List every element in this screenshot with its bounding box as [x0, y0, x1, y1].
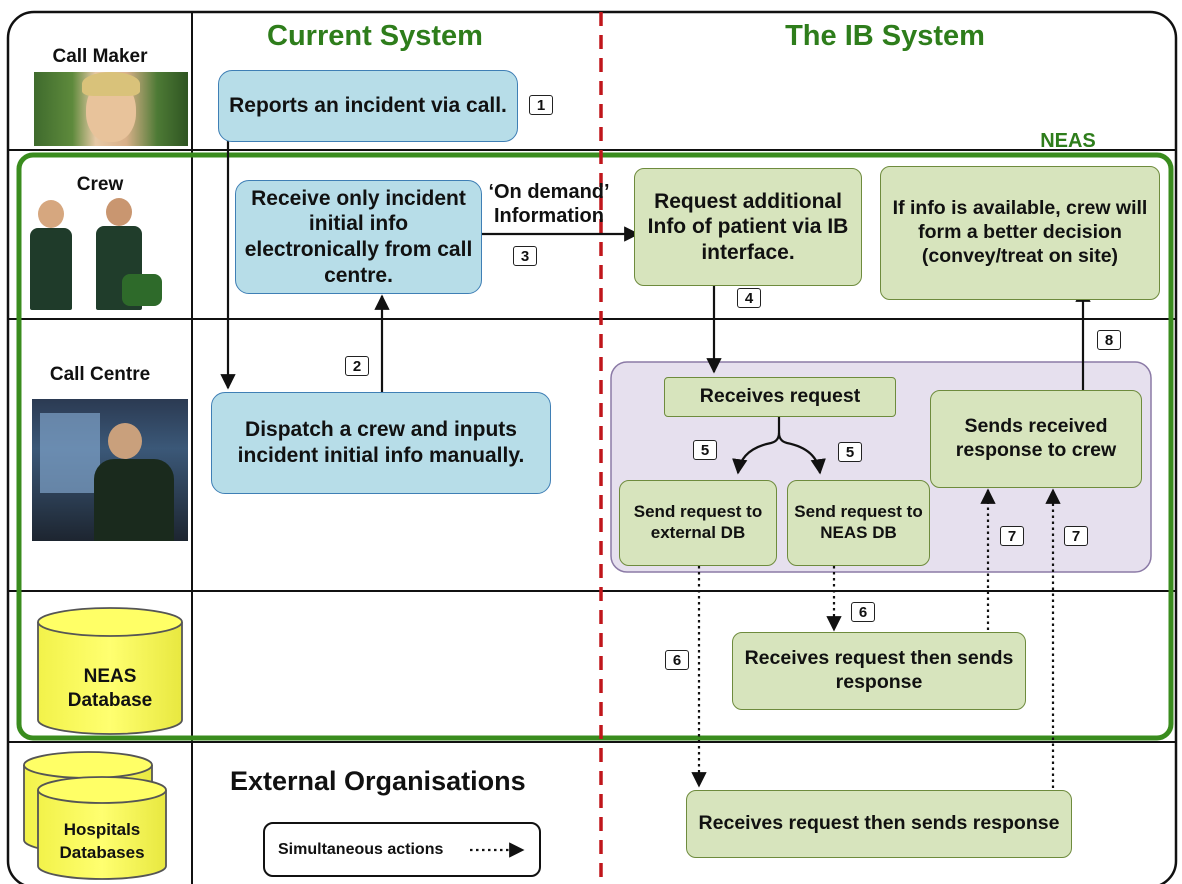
neas-label: NEAS: [1040, 130, 1096, 152]
box-send-neas-db: Send request to NEAS DB: [787, 480, 930, 566]
box-neas-receives-sends: Receives request then sends response: [732, 632, 1026, 710]
lane-label-crew: Crew: [76, 174, 124, 195]
step-badge-2: 2: [345, 356, 369, 376]
step-badge-8: 8: [1097, 330, 1121, 350]
box-receive-only: Receive only incident initial info elect…: [235, 180, 482, 294]
header-ib-system: The IB System: [785, 20, 985, 52]
crew-photo: [26, 194, 166, 314]
lane-label-neas-db-2: Database: [67, 690, 153, 711]
external-organisations-label: External Organisations: [230, 766, 526, 796]
lane-label-call-maker: Call Maker: [52, 46, 148, 67]
box-hospital-receives-sends: Receives request then sends response: [686, 790, 1072, 858]
box-send-external-db: Send request to external DB: [619, 480, 777, 566]
box-reports-incident: Reports an incident via call.: [218, 70, 518, 142]
step-badge-1: 1: [529, 95, 553, 115]
box-request-additional: Request additional Info of patient via I…: [634, 168, 862, 286]
box-sends-received-response: Sends received response to crew: [930, 390, 1142, 488]
legend-label: Simultaneous actions: [278, 841, 444, 858]
step-badge-6a: 6: [851, 602, 875, 622]
box-receives-request: Receives request: [664, 377, 896, 417]
call-centre-photo: [32, 399, 188, 541]
header-current-system: Current System: [267, 20, 483, 52]
legend-box: [263, 822, 541, 877]
step-badge-6b: 6: [665, 650, 689, 670]
step-badge-3: 3: [513, 246, 537, 266]
neas-boundary: [16, 152, 1174, 741]
lane-label-hospitals-1: Hospitals: [63, 820, 141, 839]
neas-database-icon: [37, 607, 183, 735]
on-demand-label-2: Information: [494, 205, 604, 227]
step-badge-7b: 7: [1064, 526, 1088, 546]
step-badge-5b: 5: [838, 442, 862, 462]
call-maker-photo: [34, 72, 188, 146]
box-if-info-available: If info is available, crew will form a b…: [880, 166, 1160, 300]
box-dispatch-crew: Dispatch a crew and inputs incident init…: [211, 392, 551, 494]
hospitals-databases-icon: [23, 751, 167, 880]
arrow-split-neas: [777, 432, 826, 475]
lane-label-call-centre: Call Centre: [49, 364, 151, 385]
lane-label-neas-db-1: NEAS: [83, 666, 137, 687]
outer-frame: [6, 10, 1178, 884]
step-badge-5a: 5: [693, 440, 717, 460]
step-badge-4: 4: [737, 288, 761, 308]
on-demand-label-1: ‘On demand’: [488, 181, 610, 203]
step-badge-7a: 7: [1000, 526, 1024, 546]
lane-label-hospitals-2: Databases: [59, 843, 145, 862]
